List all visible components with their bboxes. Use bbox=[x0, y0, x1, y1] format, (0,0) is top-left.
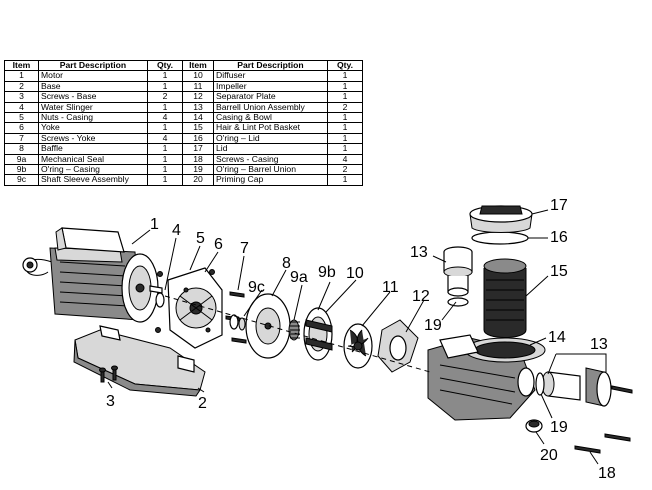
callout-1: 1 bbox=[150, 216, 159, 233]
diffuser-part bbox=[303, 307, 333, 361]
water-slinger-part bbox=[155, 292, 165, 308]
priming-cap-part bbox=[525, 419, 543, 433]
qty-cell-2: 1 bbox=[327, 143, 363, 155]
hair-lint-pot-basket-part bbox=[483, 258, 527, 338]
yoke-part bbox=[167, 267, 223, 349]
lid-part bbox=[469, 205, 533, 233]
callout-13-top: 13 bbox=[410, 244, 428, 261]
callout-14: 14 bbox=[548, 329, 566, 346]
callout-19-side: 19 bbox=[550, 419, 568, 436]
callout-3: 3 bbox=[106, 393, 115, 410]
callout-labels: 1 2 3 4 5 6 7 8 9c 9a 9b 10 11 12 13 19 … bbox=[106, 197, 616, 482]
barrel-union-assembly-side-part bbox=[541, 367, 612, 407]
baffle-part bbox=[245, 293, 291, 359]
callout-12: 12 bbox=[412, 288, 430, 305]
parts-list-table: Item Part Description Qty. Item Part Des… bbox=[4, 59, 363, 186]
callout-18: 18 bbox=[598, 465, 616, 482]
separator-plate-part bbox=[377, 319, 419, 373]
assembly-axis-line bbox=[164, 295, 431, 373]
header-qty-2: Qty. bbox=[327, 59, 363, 72]
barrel-union-oring-top-part bbox=[447, 297, 469, 307]
qty-cell-2: 1 bbox=[327, 91, 363, 103]
qty-cell-2: 4 bbox=[327, 153, 363, 166]
barrel-union-oring-side-part bbox=[535, 372, 545, 396]
qty-cell-2: 2 bbox=[327, 101, 363, 114]
callout-15: 15 bbox=[550, 263, 568, 280]
qty-cell-2: 1 bbox=[327, 122, 363, 134]
callout-16: 16 bbox=[550, 229, 568, 246]
callout-20: 20 bbox=[540, 447, 558, 464]
motor-part bbox=[22, 227, 163, 323]
callout-19-top: 19 bbox=[424, 317, 442, 334]
callout-9c: 9c bbox=[248, 279, 265, 296]
callout-8: 8 bbox=[282, 255, 291, 272]
casing-nuts-part bbox=[155, 269, 215, 333]
qty-cell-2: 1 bbox=[327, 70, 363, 82]
yoke-screws-part bbox=[225, 291, 247, 344]
base-screws-part bbox=[99, 365, 118, 383]
callout-13-side: 13 bbox=[590, 336, 608, 353]
barrel-union-assembly-top-part bbox=[443, 246, 473, 297]
callout-9b: 9b bbox=[318, 264, 336, 281]
qty-cell-2: 1 bbox=[327, 112, 363, 124]
qty-cell-2: 1 bbox=[327, 174, 363, 186]
callout-11: 11 bbox=[382, 279, 399, 296]
casing-screws-part bbox=[574, 385, 633, 454]
leader-lines bbox=[107, 209, 607, 465]
casing-and-bowl-part bbox=[427, 334, 546, 421]
callout-17: 17 bbox=[550, 197, 568, 214]
callout-4: 4 bbox=[172, 222, 181, 239]
table-header-row: Item Part Description Qty. Item Part Des… bbox=[4, 59, 363, 72]
callout-9a: 9a bbox=[290, 269, 308, 286]
callout-5: 5 bbox=[196, 230, 205, 247]
callout-10: 10 bbox=[346, 265, 364, 282]
qty-cell-2: 1 bbox=[327, 80, 363, 93]
callout-7: 7 bbox=[240, 240, 249, 257]
callout-2: 2 bbox=[198, 395, 207, 412]
mechanical-seal-part bbox=[288, 319, 300, 341]
base-part bbox=[73, 325, 206, 397]
callout-6: 6 bbox=[214, 236, 223, 253]
lid-oring-part bbox=[471, 231, 529, 245]
qty-cell-2: 2 bbox=[327, 164, 363, 176]
shaft-sleeve-assembly-part bbox=[229, 314, 246, 331]
impeller-part bbox=[343, 323, 373, 369]
qty-cell-2: 1 bbox=[327, 132, 363, 145]
